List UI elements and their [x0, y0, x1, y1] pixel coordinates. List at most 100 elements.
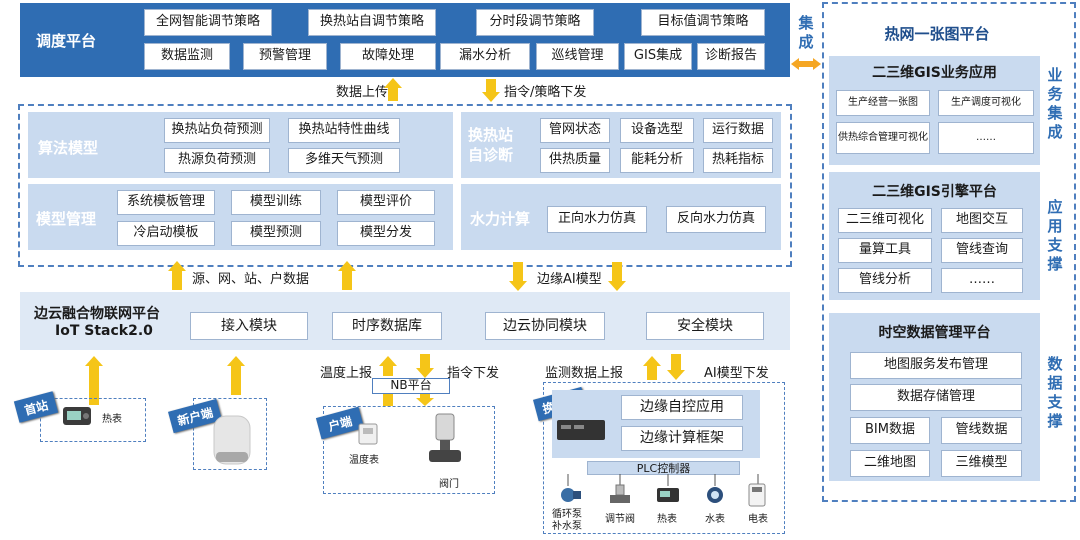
iot-module-4: 安全模块: [646, 312, 764, 340]
gis-spatial-title: 时空数据管理平台: [878, 325, 991, 341]
gis-engine-item-2: 地图交互: [941, 208, 1023, 233]
gis-engine-item-1: 二三维可视化: [838, 208, 932, 233]
gis-engine-item-5: 管线分析: [838, 268, 932, 293]
diagnosis-item-3: 运行数据: [703, 118, 773, 143]
hydraulic-item-1: 正向水力仿真: [547, 206, 647, 233]
algorithm-title: 算法模型: [38, 139, 99, 157]
model-item-4: 冷启动模板: [117, 221, 215, 246]
thermometer-label: 温度表: [349, 455, 379, 466]
function-box-6: GIS集成: [624, 43, 692, 70]
flow-cmd-down: 指令下发: [447, 366, 500, 381]
gis-spatial-side: 数据支撑: [1047, 355, 1063, 430]
source-heat-meter-label: 热表: [102, 414, 122, 425]
gis-engine-item-3: 量算工具: [838, 238, 932, 263]
new-user-box: [193, 398, 267, 470]
diagnosis-item-5: 能耗分析: [620, 148, 694, 173]
smart-terminal-icon: [213, 415, 251, 465]
algorithm-item-4: 多维天气预测: [288, 148, 400, 173]
iot-module-2: 时序数据库: [332, 312, 442, 340]
diagnosis-item-6: 热耗指标: [703, 148, 773, 173]
iot-module-1: 接入模块: [190, 312, 308, 340]
gis-spatial-item-4: 管线数据: [941, 417, 1022, 444]
edge-app-2: 边缘计算框架: [621, 426, 743, 451]
valve-icon: [429, 413, 461, 462]
algorithm-item-1: 换热站负荷预测: [164, 118, 270, 143]
user-end-box: [323, 406, 495, 494]
water-meter-label: 水表: [705, 514, 725, 525]
gis-spatial-item-2: 数据存储管理: [850, 384, 1022, 411]
flow-edge-ai: 边缘AI模型: [537, 272, 602, 287]
station-heat-meter-label: 热表: [657, 514, 677, 525]
gis-business-item-4: ……: [938, 122, 1034, 154]
pump-icon: [561, 488, 581, 502]
thermometer-icon: [358, 423, 378, 445]
algorithm-item-3: 热源负荷预测: [164, 148, 270, 173]
valve-label: 阀门: [439, 479, 459, 490]
strategy-box-3: 分时段调节策略: [476, 9, 594, 36]
gis-spatial-item-1: 地图服务发布管理: [850, 352, 1022, 379]
flow-temp-report: 温度上报: [320, 366, 373, 381]
control-valve-label: 调节阀: [605, 514, 635, 525]
gis-engine-title: 二三维GIS引擎平台: [872, 184, 997, 200]
gis-business-side: 业务集成: [1047, 66, 1063, 141]
function-box-2: 预警管理: [243, 43, 327, 70]
hydraulic-item-2: 反向水力仿真: [666, 206, 766, 233]
plc-controller: PLC控制器: [587, 461, 740, 475]
diagnosis-title: 换热站 自诊断: [468, 126, 514, 164]
strategy-box-1: 全网智能调节策略: [144, 9, 272, 36]
flow-arrows: [85, 78, 685, 406]
function-box-4: 漏水分析: [440, 43, 530, 70]
diagnosis-item-2: 设备选型: [620, 118, 694, 143]
gis-engine-item-6: ……: [941, 268, 1023, 293]
water-meter-icon: [707, 487, 723, 503]
gis-spatial-item-3: BIM数据: [850, 417, 930, 444]
iot-subtitle: IoT Stack2.0: [55, 323, 153, 339]
control-valve-icon: [610, 484, 630, 503]
edge-app-1: 边缘自控应用: [621, 395, 743, 420]
flow-data-upload: 数据上传: [336, 85, 389, 100]
electric-meter-icon: [748, 483, 766, 507]
integration-arrow: [791, 58, 821, 70]
gis-spatial-item-5: 二维地图: [850, 450, 930, 477]
nb-platform: NB平台: [372, 378, 450, 394]
iot-title: 边云融合物联网平台: [34, 306, 160, 322]
gis-engine-side: 应用支撑: [1047, 198, 1063, 273]
hydraulic-title: 水力计算: [470, 210, 531, 228]
edge-gateway-icon: [557, 420, 605, 440]
heat-station-box: [543, 382, 785, 534]
function-box-5: 巡线管理: [536, 43, 619, 70]
diagnosis-item-1: 管网状态: [540, 118, 610, 143]
model-item-6: 模型分发: [337, 221, 435, 246]
station-heat-meter-icon: [657, 488, 679, 502]
integration-label: 集成: [798, 14, 814, 51]
dispatch-title: 调度平台: [36, 32, 97, 50]
diagnosis-item-4: 供热质量: [540, 148, 610, 173]
pump-label: 循环泵 补水泵: [552, 509, 582, 532]
model-item-5: 模型预测: [231, 221, 321, 246]
flow-ai-down: AI模型下发: [704, 366, 769, 381]
model-item-1: 系统模板管理: [117, 190, 215, 215]
function-box-1: 数据监测: [144, 43, 230, 70]
gis-business-item-1: 生产经营一张图: [836, 90, 930, 116]
flow-source-data: 源、网、站、户数据: [192, 272, 310, 287]
iot-module-3: 边云协同模块: [485, 312, 605, 340]
function-box-3: 故障处理: [340, 43, 436, 70]
plc-connectors: [567, 474, 759, 486]
strategy-box-4: 目标值调节策略: [641, 9, 765, 36]
flow-monitor-report: 监测数据上报: [545, 366, 624, 381]
source-station-box: [40, 398, 146, 442]
analysis-region: [18, 104, 792, 267]
heat-meter-icon: [63, 407, 91, 425]
function-box-7: 诊断报告: [697, 43, 765, 70]
algorithm-item-2: 换热站特性曲线: [288, 118, 400, 143]
gis-spatial-item-6: 三维模型: [941, 450, 1022, 477]
gis-title: 热网一张图平台: [884, 25, 990, 43]
gis-engine-item-4: 管线查询: [941, 238, 1023, 263]
gis-platform: [822, 2, 1076, 502]
electric-meter-label: 电表: [748, 514, 768, 525]
model-item-3: 模型评价: [337, 190, 435, 215]
gis-business-item-3: 供热综合管理可视化: [836, 122, 930, 154]
model-management-title: 模型管理: [36, 210, 97, 228]
gis-business-title: 二三维GIS业务应用: [872, 65, 997, 81]
strategy-box-2: 换热站自调节策略: [308, 9, 436, 36]
